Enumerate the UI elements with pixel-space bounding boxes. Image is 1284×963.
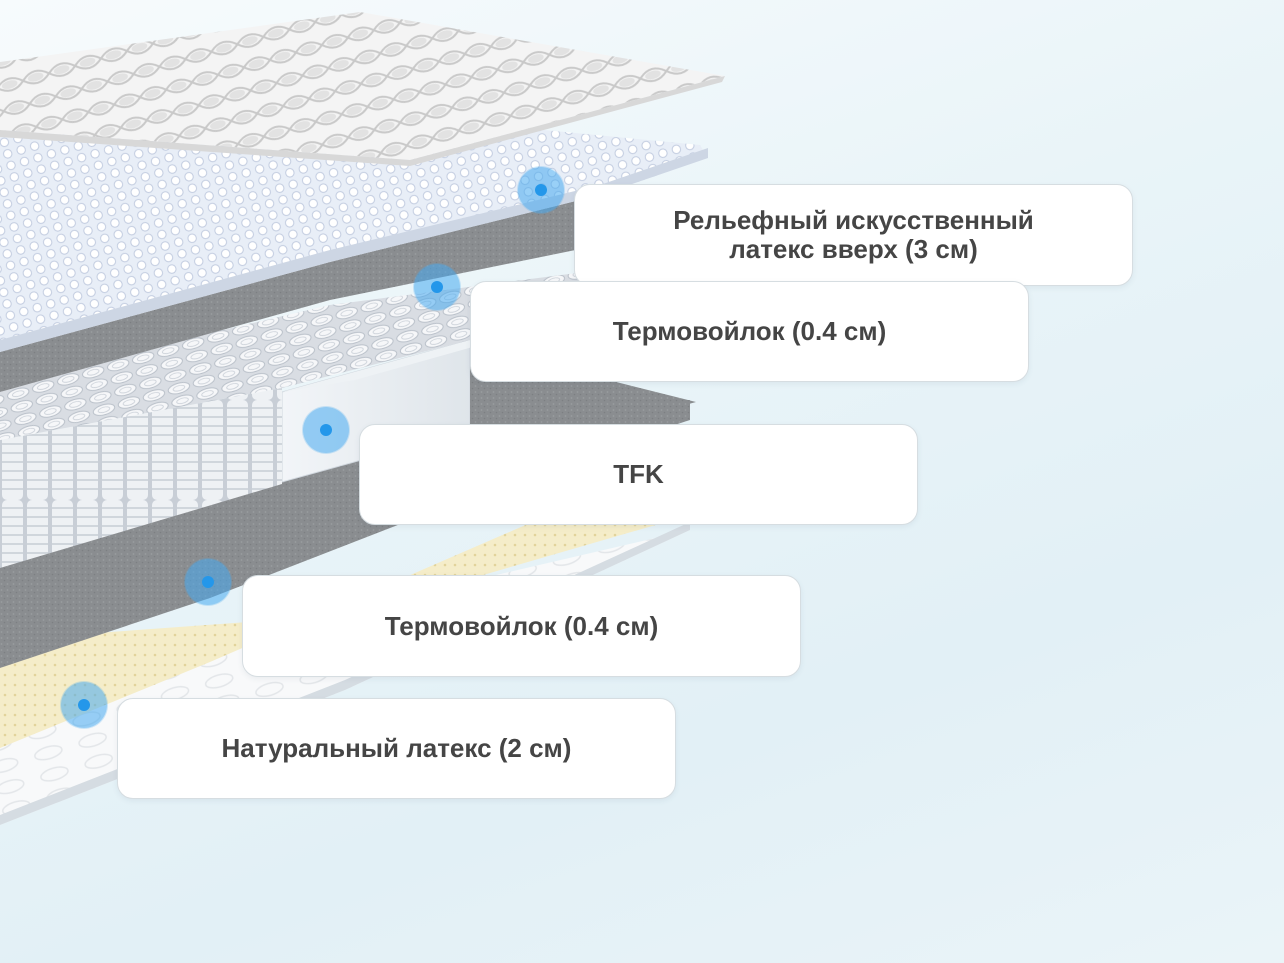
layer-label-natural-latex: Натуральный латекс (2 см) (117, 698, 676, 799)
layer-label-text: TFK (613, 459, 664, 489)
layer-label-relief-latex: Рельефный искусственный латекс вверх (3 … (574, 184, 1133, 286)
pocket-springs-layer (0, 388, 282, 568)
layer-label-text: Натуральный латекс (2 см) (221, 733, 572, 763)
layer-label-text: Рельефный искусственный латекс вверх (3 … (673, 205, 1034, 264)
layer-marker-natural-latex[interactable] (61, 682, 107, 728)
layer-label-text: Термовойлок (0.4 см) (612, 316, 887, 346)
layer-label-lower-felt: Термовойлок (0.4 см) (242, 575, 801, 677)
layer-marker-lower-felt[interactable] (185, 559, 231, 605)
layer-label-tfk: TFK (359, 424, 918, 525)
layer-label-upper-felt: Термовойлок (0.4 см) (470, 281, 1029, 382)
upper-felt-layer (0, 190, 600, 392)
layer-marker-tfk[interactable] (303, 407, 349, 453)
top-cover-layer (0, 12, 725, 160)
natural-latex-layer (0, 510, 690, 748)
layer-marker-upper-felt[interactable] (414, 264, 460, 310)
layer-marker-relief-latex[interactable] (518, 167, 564, 213)
layer-label-text: Термовойлок (0.4 см) (384, 610, 659, 641)
